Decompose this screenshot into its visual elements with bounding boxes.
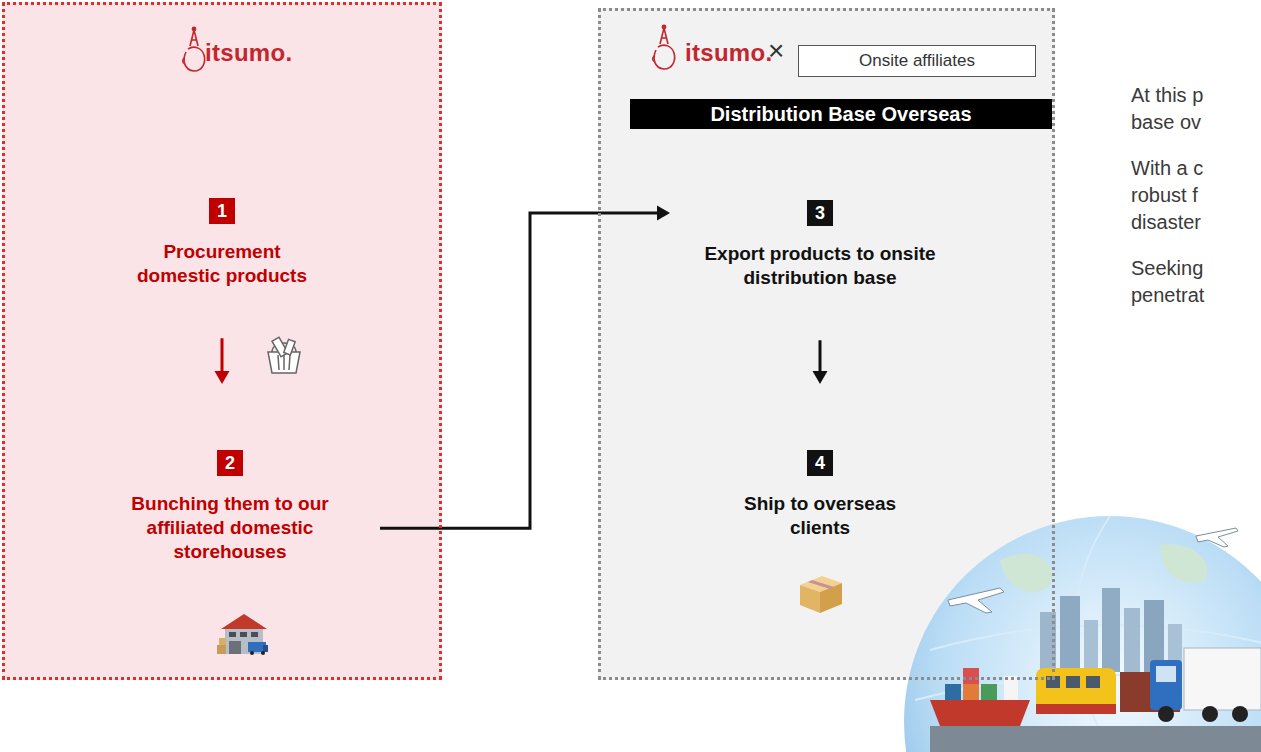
warehouse-icon-part — [229, 632, 236, 637]
side-note: Seeking — [1131, 255, 1203, 281]
transport-globe-part — [930, 726, 1261, 752]
warehouse-icon-part — [263, 645, 268, 652]
transport-globe-part — [904, 516, 1261, 752]
side-note: penetrat — [1131, 282, 1204, 308]
step-box: 2Bunching them to our affiliated domesti… — [80, 384, 380, 564]
step-text: Bunching them to our affiliated domestic… — [123, 492, 338, 564]
step-text: Procurement domestic products — [127, 240, 317, 288]
transport-globe-part — [1066, 676, 1080, 688]
parcel-icon — [800, 576, 842, 613]
parcel-icon-part — [808, 580, 834, 589]
step-number: 2 — [217, 450, 243, 476]
warehouse-icon-part — [250, 651, 254, 655]
flow-line — [221, 338, 224, 373]
transport-globe-part — [1202, 706, 1218, 722]
flow-line — [380, 213, 659, 528]
logo-icon — [653, 25, 675, 69]
transport-globe-part — [1160, 544, 1207, 583]
step-box: 4Ship to overseas clients — [670, 384, 970, 540]
logo-icon-part — [662, 25, 665, 28]
partner-box: Onsite affiliates — [798, 45, 1036, 77]
transport-globe-part — [1156, 666, 1176, 682]
transport-globe-part — [945, 684, 961, 700]
flow-arrow — [813, 340, 828, 384]
transport-globe-part — [1084, 620, 1098, 672]
brand-name: itsumo. — [205, 38, 292, 68]
transport-globe-part — [948, 588, 1004, 613]
logo-icon-part — [654, 45, 675, 69]
transport-globe-part — [1000, 554, 1052, 592]
brand-name: itsumo. — [685, 38, 772, 68]
source-panel: itsumo. 1Procurement domestic products 2Bu… — [2, 2, 442, 680]
step-text: Ship to overseas clients — [730, 492, 910, 540]
side-note: disaster — [1131, 209, 1201, 235]
logo-icon-part — [661, 37, 667, 39]
logo-icon — [183, 27, 205, 71]
step-number: 4 — [807, 450, 833, 476]
flow-arrow — [215, 338, 230, 384]
step-number: 3 — [807, 200, 833, 226]
transport-globe-part — [963, 668, 979, 684]
band-title: Distribution Base Overseas — [710, 101, 971, 127]
flow-arrow — [380, 206, 670, 529]
transport-globe-part — [1150, 660, 1182, 710]
times-sign: × — [768, 36, 784, 66]
logo-icon-part — [660, 28, 668, 44]
logo-icon-part — [653, 56, 655, 62]
transport-globe-part — [930, 700, 1030, 726]
side-note: base ov — [1131, 109, 1201, 135]
flow-line — [819, 340, 822, 373]
warehouse-icon-part — [221, 614, 267, 629]
transport-globe-part — [1196, 528, 1238, 547]
transport-globe-part — [1102, 588, 1120, 672]
transport-globe-part — [1060, 596, 1080, 672]
transport-globe — [904, 516, 1261, 752]
arrow-head — [657, 206, 670, 221]
overseas-panel: itsumo. Onsite affiliatesDistribution Bas… — [598, 8, 1055, 680]
warehouse-icon-part — [261, 651, 265, 655]
side-note: At this p — [1131, 82, 1203, 108]
step-box: 1Procurement domestic products — [72, 198, 372, 338]
transport-globe-part — [963, 684, 979, 700]
logo-icon-part — [183, 58, 185, 64]
parcel-icon-part — [800, 585, 820, 613]
section-band: Distribution Base Overseas — [630, 99, 1052, 129]
warehouse-icon-part — [219, 638, 226, 645]
arrow-head — [813, 371, 828, 384]
transport-globe-part — [1124, 608, 1140, 672]
basket-icon-part — [278, 355, 290, 370]
transport-globe-part — [981, 684, 997, 700]
logo-icon-part — [192, 27, 195, 30]
warehouse-icon-part — [240, 632, 247, 637]
logo-icon-part — [190, 30, 198, 46]
warehouse-icon — [217, 614, 268, 655]
transport-globe-part — [1158, 706, 1174, 722]
arrow-head — [215, 371, 230, 384]
logo-icon-part — [191, 39, 197, 41]
partner-text: Onsite affiliates — [859, 51, 975, 71]
step-number: 1 — [209, 198, 235, 224]
side-note: With a c — [1131, 155, 1203, 181]
basket-icon-part — [284, 339, 295, 355]
warehouse-icon-part — [251, 632, 258, 637]
basket-icon — [268, 337, 300, 373]
logo-icon-part — [184, 47, 205, 71]
warehouse-icon-part — [217, 645, 226, 654]
step-box: 3Export products to onsite distribution … — [670, 200, 970, 340]
side-note: robust f — [1131, 182, 1198, 208]
transport-globe-part — [1036, 704, 1116, 714]
transport-globe-part — [1232, 706, 1248, 722]
step-text: Export products to onsite distribution b… — [695, 242, 945, 290]
transport-globe-part — [1184, 648, 1261, 710]
transport-globe-part — [1086, 676, 1100, 688]
warehouse-icon-part — [229, 641, 241, 654]
